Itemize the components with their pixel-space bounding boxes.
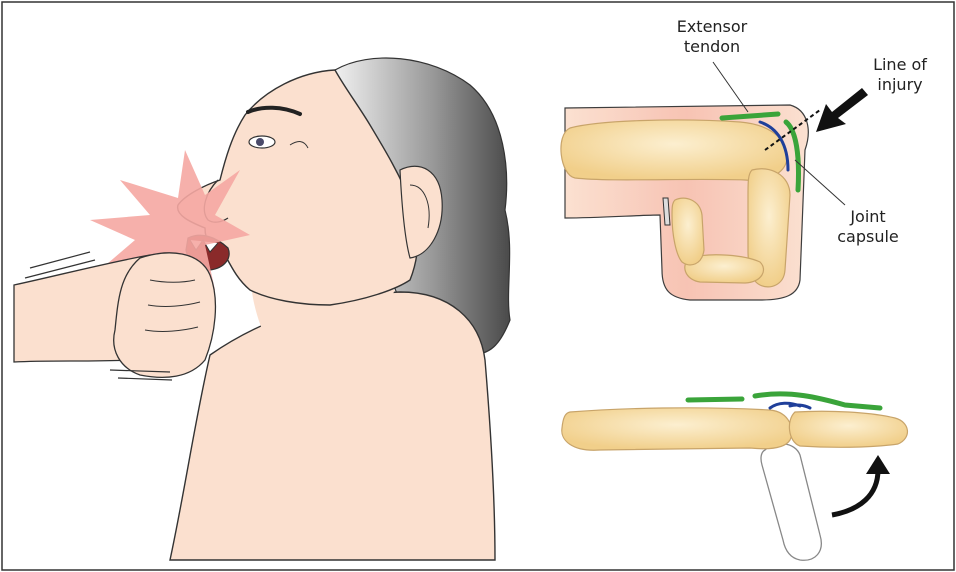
line-of-injury-label: Line of injury bbox=[860, 55, 940, 95]
distal-phalanx-extended bbox=[789, 411, 907, 447]
extensor-tendon-label-line1: Extensor bbox=[662, 17, 762, 37]
extensor-tendon-label-line2: tendon bbox=[662, 37, 762, 57]
line-of-injury-label-line1: Line of bbox=[860, 55, 940, 75]
proximal-phalanx-extended bbox=[562, 408, 792, 450]
fist bbox=[114, 253, 216, 378]
joint-capsule-label-line2: capsule bbox=[826, 227, 910, 247]
joint-capsule-label-line1: Joint bbox=[826, 207, 910, 227]
extensor-tendon-label: Extensor tendon bbox=[662, 17, 762, 57]
extensor-tendon-extended-left bbox=[688, 399, 742, 400]
line-of-injury-label-line2: injury bbox=[860, 75, 940, 95]
joint-capsule-label: Joint capsule bbox=[826, 207, 910, 247]
